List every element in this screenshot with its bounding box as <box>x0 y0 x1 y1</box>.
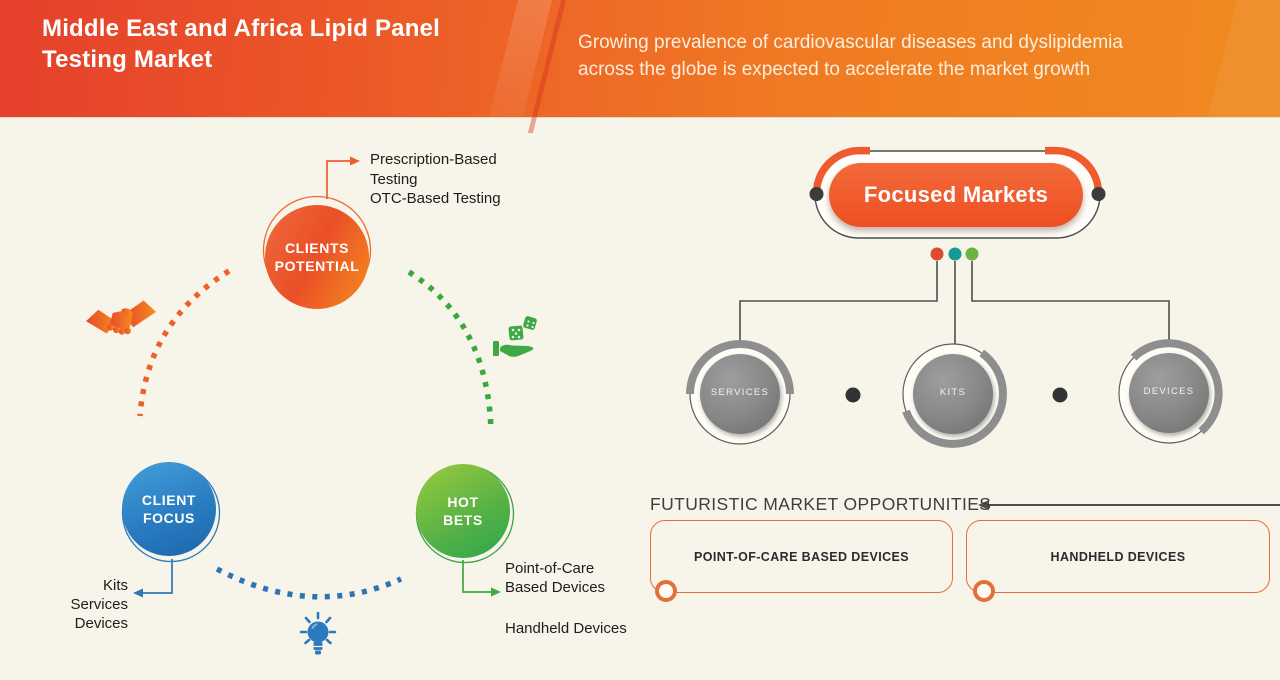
page-subtitle-line2: across the globe is expected to accelera… <box>578 59 1091 80</box>
box-corner-ring <box>973 580 995 602</box>
hot-bets-label-line1: HOT <box>447 494 479 510</box>
opportunities-heading: FUTURISTIC MARKET OPPORTUNITIES <box>650 494 992 514</box>
list-item: Services <box>70 596 128 613</box>
dice-hand-icon <box>492 312 542 365</box>
list-item: OTC-Based Testing <box>370 190 501 207</box>
box-corner-ring <box>655 580 677 602</box>
list-item: Handheld Devices <box>505 620 627 637</box>
lightbulb-icon <box>299 610 337 669</box>
list-item: Devices <box>74 615 128 632</box>
clients-potential-circle: CLIENTS POTENTIAL <box>265 205 369 309</box>
page-title: Middle East and Africa Lipid Panel Testi… <box>42 13 440 75</box>
legend-dot-red <box>930 247 944 261</box>
hot-bets-items: Point-of-Care Based Devices Handheld Dev… <box>505 559 627 638</box>
clients-potential-label-line2: POTENTIAL <box>274 258 360 274</box>
capsule-left-dot <box>809 187 824 201</box>
page-title-line2: Testing Market <box>42 46 213 73</box>
client-focus-circle: CLIENT FOCUS <box>122 462 216 556</box>
hot-bets-circle: HOT BETS <box>416 464 510 558</box>
client-focus-arrow <box>133 559 173 598</box>
segment-label-devices: DEVICES <box>1143 386 1195 397</box>
opportunity-box-label: HANDHELD DEVICES <box>1050 549 1186 564</box>
clients-potential-items: Prescription-Based Testing OTC-Based Tes… <box>370 150 528 209</box>
client-focus-label-line2: FOCUS <box>143 510 195 526</box>
banner-corner-stripe <box>1203 0 1280 133</box>
segment-label-kits: KITS <box>939 387 967 398</box>
hot-bets-label-line2: BETS <box>443 512 483 528</box>
hot-bets-arrow <box>462 560 501 597</box>
focused-markets-connectors <box>739 261 1170 345</box>
clients-potential-arrow <box>326 156 360 199</box>
green-dotted-arc <box>407 269 494 432</box>
opportunity-box-handheld: HANDHELD DEVICES <box>966 520 1270 593</box>
opportunities-arrow <box>978 500 1280 510</box>
list-item: Prescription-Based Testing <box>370 151 497 188</box>
page-title-line1: Middle East and Africa Lipid Panel <box>42 15 440 42</box>
handshake-icon <box>86 295 156 344</box>
client-focus-label-line1: CLIENT <box>141 492 197 508</box>
focused-markets-pill: Focused Markets <box>829 163 1083 227</box>
focused-markets-label: Focused Markets <box>863 182 1049 207</box>
clients-potential-label-line1: CLIENTS <box>284 240 350 256</box>
segment-label-services: SERVICES <box>710 387 770 398</box>
list-item: Point-of-Care Based Devices <box>505 560 606 596</box>
page-subtitle: Growing prevalence of cardiovascular dis… <box>578 29 1123 83</box>
page-subtitle-line1: Growing prevalence of cardiovascular dis… <box>578 32 1123 53</box>
separator-dot <box>1052 387 1068 403</box>
legend-dot-green <box>965 247 979 261</box>
blue-dotted-arc <box>215 566 403 600</box>
client-focus-items: Kits Services Devices <box>40 576 128 633</box>
legend-dots <box>930 247 979 261</box>
legend-dot-teal <box>948 247 962 261</box>
opportunity-box-point-of-care: POINT-OF-CARE BASED DEVICES <box>650 520 953 593</box>
opportunity-box-label: POINT-OF-CARE BASED DEVICES <box>694 549 909 564</box>
capsule-right-dot <box>1091 187 1106 201</box>
list-item: Kits <box>102 577 128 594</box>
header-banner: Middle East and Africa Lipid Panel Testi… <box>0 0 1280 133</box>
separator-dot <box>845 387 861 403</box>
